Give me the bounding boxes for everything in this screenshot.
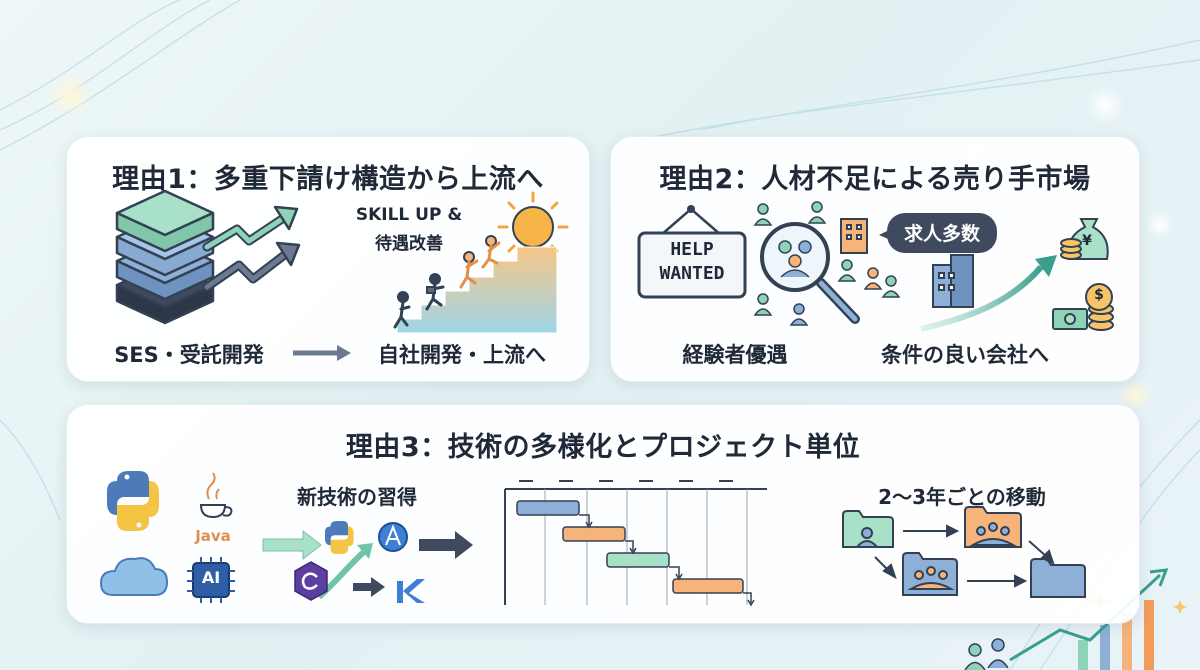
- ai-label: AI: [201, 568, 221, 587]
- better-company-label: 条件の良い会社へ: [881, 343, 1049, 367]
- gantt-chart-icon: [504, 480, 767, 607]
- job-listings-bubble-icon: [879, 213, 997, 253]
- kotlin-icon: [397, 579, 425, 603]
- reason1-title: 理由1：多重下請け構造から上流へ: [112, 164, 544, 195]
- team-movement-icon: [842, 506, 1086, 598]
- reason2-illustration: [637, 201, 1114, 332]
- java-icon: [199, 472, 233, 519]
- dollar-symbol: $: [1094, 287, 1104, 303]
- bottom-growth-chart-decoration: [964, 568, 1169, 670]
- money-bag-icon: [1060, 218, 1109, 260]
- many-jobs-label: 求人多数: [903, 223, 980, 245]
- ses-contract-label: SES・受託開発: [114, 343, 264, 367]
- ai-chip-icon: [187, 557, 235, 603]
- transition-arrow-icon: [293, 345, 351, 361]
- reason3-card: 理由3：技術の多様化とプロジェクト単位: [66, 404, 1140, 624]
- framework-a-icon: [378, 522, 408, 552]
- money-stack-icon: [1052, 283, 1114, 331]
- reason3-illustration: [99, 471, 1086, 607]
- new-tech-label: 新技術の習得: [297, 485, 417, 509]
- move-every-few-years-label: 2〜3年ごとの移動: [878, 485, 1046, 509]
- help-wanted-line2: WANTED: [659, 263, 725, 284]
- layered-stack-icon: [115, 189, 215, 325]
- movement-arrows-icon: [874, 524, 1055, 588]
- in-house-upstream-label: 自社開発・上流へ: [378, 343, 546, 367]
- python-icon: [107, 471, 159, 531]
- magnifier-people-icon: [760, 222, 860, 324]
- java-label: Java: [195, 527, 231, 545]
- reason2-title: 理由2：人材不足による売り手市場: [659, 164, 1091, 195]
- cloud-icon: [99, 557, 169, 596]
- climbing-people-icon: [393, 235, 501, 329]
- reason1-illustration: [115, 189, 569, 361]
- experienced-preferred-label: 経験者優遇: [682, 343, 788, 367]
- office-building-icon: [840, 218, 974, 308]
- treatment-improvement-label: 待遇改善: [375, 234, 443, 254]
- reason1-card: 理由1：多重下請け構造から上流へ: [66, 136, 590, 382]
- skill-up-label: SKILL UP &: [355, 205, 463, 225]
- csharp-icon: [294, 561, 328, 601]
- growth-arrow-icon: [202, 205, 301, 292]
- job-seekers-icon: [753, 201, 901, 326]
- market-growth-arrow-icon: [920, 255, 1057, 332]
- yen-symbol: ¥: [1082, 233, 1092, 249]
- python-small-icon: [325, 521, 354, 554]
- reason3-title: 理由3：技術の多様化とプロジェクト単位: [345, 432, 861, 463]
- reason2-card: 理由2：人材不足による売り手市場: [610, 136, 1140, 382]
- help-wanted-sign-icon: [637, 205, 747, 299]
- help-wanted-line1: HELP: [670, 239, 714, 260]
